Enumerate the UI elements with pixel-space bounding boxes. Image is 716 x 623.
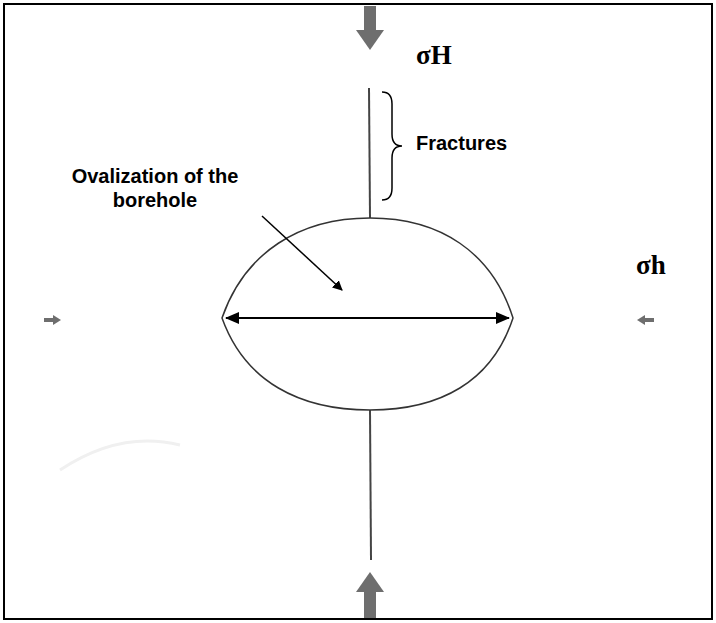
fracture-line bbox=[370, 410, 371, 560]
stress-arrow-left bbox=[44, 315, 61, 325]
ovalization-label: Ovalization of the borehole bbox=[50, 164, 260, 212]
frame bbox=[4, 4, 712, 619]
fracture-line bbox=[369, 88, 370, 218]
stress-arrow-right bbox=[637, 315, 654, 325]
stress-arrow-bottom bbox=[356, 572, 384, 618]
leader-arrow bbox=[262, 216, 342, 290]
faint-arc bbox=[60, 441, 180, 470]
bracket bbox=[382, 92, 402, 200]
stress-arrow-top bbox=[356, 6, 384, 50]
borehole-outline bbox=[222, 218, 513, 410]
ovalization-axis bbox=[226, 317, 509, 319]
